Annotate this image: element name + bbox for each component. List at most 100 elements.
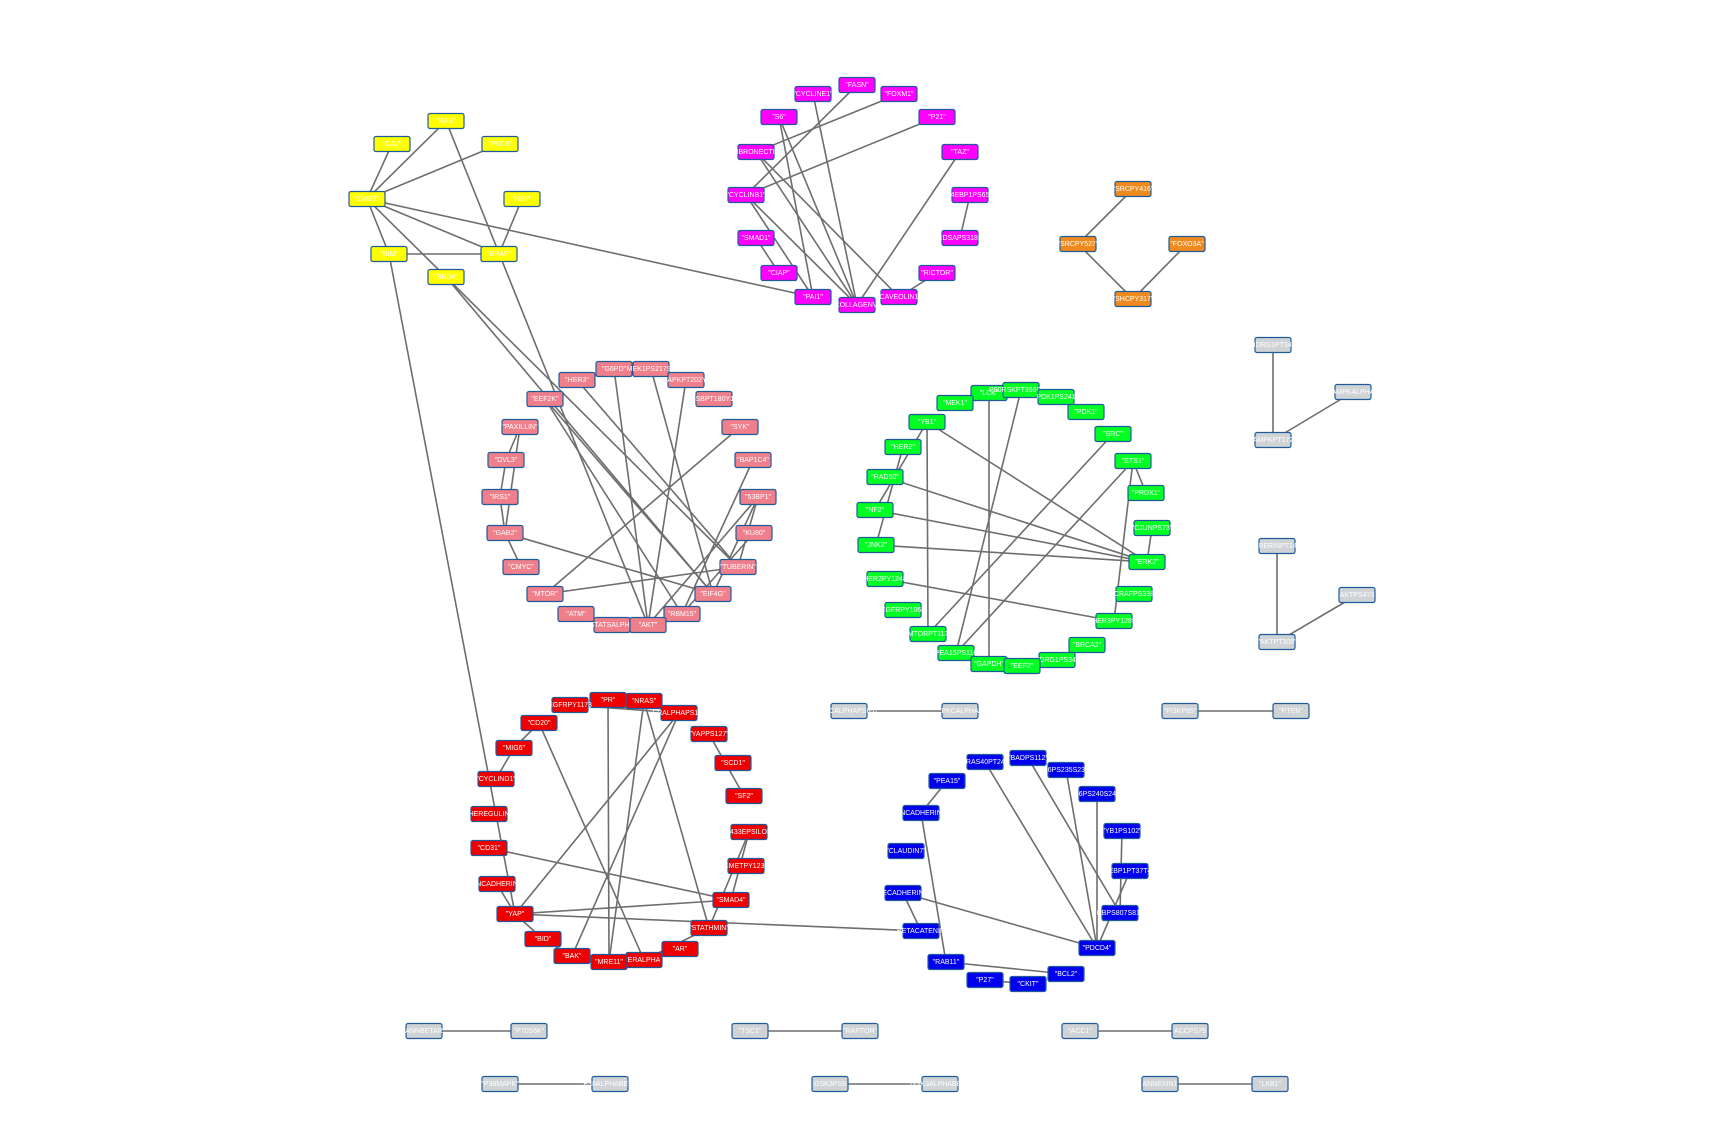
node-r11[interactable]: "HEREGULIN" <box>466 805 512 823</box>
node-m5[interactable]: "P21" <box>918 108 956 126</box>
node-p18[interactable]: "EIF4G" <box>694 585 732 603</box>
node-g17[interactable]: CRAFPS338 <box>1114 585 1154 603</box>
node-g5[interactable]: "PDK1" <box>1067 403 1105 421</box>
node-g21[interactable]: "BRCA2" <box>1068 636 1106 654</box>
node-p21[interactable]: STATSALPHA <box>590 616 635 634</box>
node-p5[interactable]: "EEF2K" <box>526 390 564 408</box>
node-n13[interactable]: "TSC1" <box>731 1022 769 1040</box>
node-y8[interactable]: "BRD4" <box>427 268 465 286</box>
node-n19[interactable]: GSK3PS9 <box>811 1075 849 1093</box>
node-r23[interactable]: ERALPHA <box>625 951 663 969</box>
node-n3[interactable]: AMPKPT172 <box>1253 431 1294 449</box>
node-g11[interactable]: "PRDX1" <box>1127 484 1165 502</box>
node-n5[interactable]: AKTPS473 <box>1338 586 1376 604</box>
node-y6[interactable]: "BIM" <box>370 245 408 263</box>
node-n8[interactable]: PKCALPHA <box>941 702 979 720</box>
node-r10[interactable]: "SF2" <box>725 787 763 805</box>
node-y1[interactable]: "RAB" <box>427 112 465 130</box>
node-n6[interactable]: "AKTPT308" <box>1257 633 1297 651</box>
node-g8[interactable]: "HER2" <box>884 438 922 456</box>
node-m16[interactable]: COLLAGENVI <box>835 296 880 314</box>
node-r22[interactable]: "MRE11" <box>590 953 628 971</box>
node-r3[interactable]: "NRAS" <box>625 692 663 710</box>
node-n4[interactable]: TUBERINPT1462 <box>1249 537 1305 555</box>
node-r19[interactable]: "BID" <box>524 930 562 948</box>
node-g16[interactable]: HER2PY1248 <box>863 570 907 588</box>
node-b14[interactable]: "RAB11" <box>927 953 965 971</box>
node-g6[interactable]: "YB1" <box>908 413 946 431</box>
node-r20[interactable]: "AR" <box>661 940 699 958</box>
node-p1[interactable]: "G6PD" <box>595 360 633 378</box>
node-b3[interactable]: S6PS235S236 <box>1043 761 1089 779</box>
node-p11[interactable]: "IRS1" <box>481 488 519 506</box>
node-n1[interactable]: NDRG1PT346 <box>1250 336 1296 354</box>
node-b13[interactable]: "PDCD4" <box>1078 939 1116 957</box>
node-g14[interactable]: "JNK2" <box>857 536 895 554</box>
node-p22[interactable]: "AKT" <box>629 616 667 634</box>
node-m6[interactable]: FIBRONECTIN <box>732 143 780 161</box>
node-n2[interactable]: AMPKALPHA <box>1332 383 1375 401</box>
node-n18[interactable]: P38ALPHABETA <box>583 1075 637 1093</box>
node-g20[interactable]: MTORPT113 <box>908 625 949 643</box>
node-n11[interactable]: ANNBETAR <box>405 1022 443 1040</box>
node-r2[interactable]: EGFRPY1173 <box>548 696 592 714</box>
node-g23[interactable]: NDRG1PS346 <box>1034 651 1080 669</box>
node-p17[interactable]: "MTOR" <box>526 585 564 603</box>
node-g19[interactable]: HER3PY1289 <box>1092 612 1136 630</box>
node-r14[interactable]: CMETPY1235 <box>724 857 769 875</box>
node-n7[interactable]: PKCALPHAPS657 <box>820 702 878 720</box>
node-r1[interactable]: "PR" <box>589 691 627 709</box>
node-r12[interactable]: 1433EPSILON <box>726 823 772 841</box>
node-p7[interactable]: "PAXILLIN" <box>501 418 539 436</box>
node-o1[interactable]: "SRCPY416" <box>1113 180 1154 198</box>
node-m1[interactable]: "FASN" <box>838 76 876 94</box>
node-o3[interactable]: "FOXO3A" <box>1168 235 1206 253</box>
node-m9[interactable]: 4EBP1PS65 <box>951 186 990 204</box>
node-b4[interactable]: "PEA15" <box>928 772 966 790</box>
node-p16[interactable]: "TUBERIN" <box>719 558 757 576</box>
node-o2[interactable]: "SRCPY527" <box>1058 235 1099 253</box>
node-b2[interactable]: PRAS40PT246 <box>961 753 1009 771</box>
node-g22[interactable]: PEA15PS116 <box>935 644 977 662</box>
node-p4[interactable]: MAPKPT202Y2 <box>661 371 711 389</box>
node-g12[interactable]: "NF2" <box>856 501 894 519</box>
node-g15[interactable]: "ERK2" <box>1128 553 1166 571</box>
node-r4[interactable]: "CD20" <box>520 714 558 732</box>
node-m8[interactable]: "CYCLINB1" <box>726 186 766 204</box>
node-n22[interactable]: "LKB1" <box>1251 1075 1289 1093</box>
node-p8[interactable]: "SYK" <box>721 418 759 436</box>
node-g10[interactable]: "RAD50" <box>866 468 904 486</box>
node-b11[interactable]: RBPS807S811 <box>1097 904 1144 922</box>
node-r9[interactable]: "CYCLIND1" <box>476 770 516 788</box>
node-y7[interactable]: "BRAF" <box>480 245 518 263</box>
node-r5[interactable]: ERALPHAPS118 <box>652 704 706 722</box>
node-r17[interactable]: "YAP" <box>496 905 534 923</box>
node-g25[interactable]: "EEF2" <box>1003 657 1041 675</box>
node-p6[interactable]: GSBPT180Y18 <box>690 390 738 408</box>
node-b6[interactable]: NCADHERIN <box>900 804 942 822</box>
node-n10[interactable]: "PTEN" <box>1272 702 1310 720</box>
node-b12[interactable]: BETACATENIN <box>897 922 945 940</box>
node-b7[interactable]: "YB1PS102" <box>1102 822 1142 840</box>
node-b9[interactable]: 4EBP1PT37T46 <box>1105 862 1156 880</box>
node-g24[interactable]: "GAPDH" <box>970 655 1008 673</box>
node-n15[interactable]: "ACC1" <box>1061 1022 1099 1040</box>
node-b10[interactable]: ECADHERIN <box>882 884 924 902</box>
node-n14[interactable]: "RAPTOR" <box>841 1022 879 1040</box>
node-b1[interactable]: "BADPS112" <box>1008 749 1048 767</box>
node-m3[interactable]: "FOXM1" <box>880 85 918 103</box>
node-b8[interactable]: "CLAUDIN7" <box>886 842 926 860</box>
node-p12[interactable]: "53BP1" <box>739 488 777 506</box>
node-m4[interactable]: "S6" <box>760 108 798 126</box>
node-m11[interactable]: CDSAPS318S <box>937 229 983 247</box>
node-p9[interactable]: "DVL3" <box>487 451 525 469</box>
node-b5[interactable]: S6PS240S244 <box>1074 785 1120 803</box>
node-p14[interactable]: "KU80" <box>735 524 773 542</box>
node-r21[interactable]: "BAK" <box>553 947 591 965</box>
node-m10[interactable]: "SMAD1" <box>737 229 775 247</box>
node-r15[interactable]: NCADHERIN <box>476 875 518 893</box>
node-n17[interactable]: "P38MAPK" <box>481 1075 519 1093</box>
node-y2[interactable]: "CAV" <box>373 135 411 153</box>
node-m14[interactable]: "PAI1" <box>794 288 832 306</box>
node-r7[interactable]: "MIG6" <box>495 739 533 757</box>
